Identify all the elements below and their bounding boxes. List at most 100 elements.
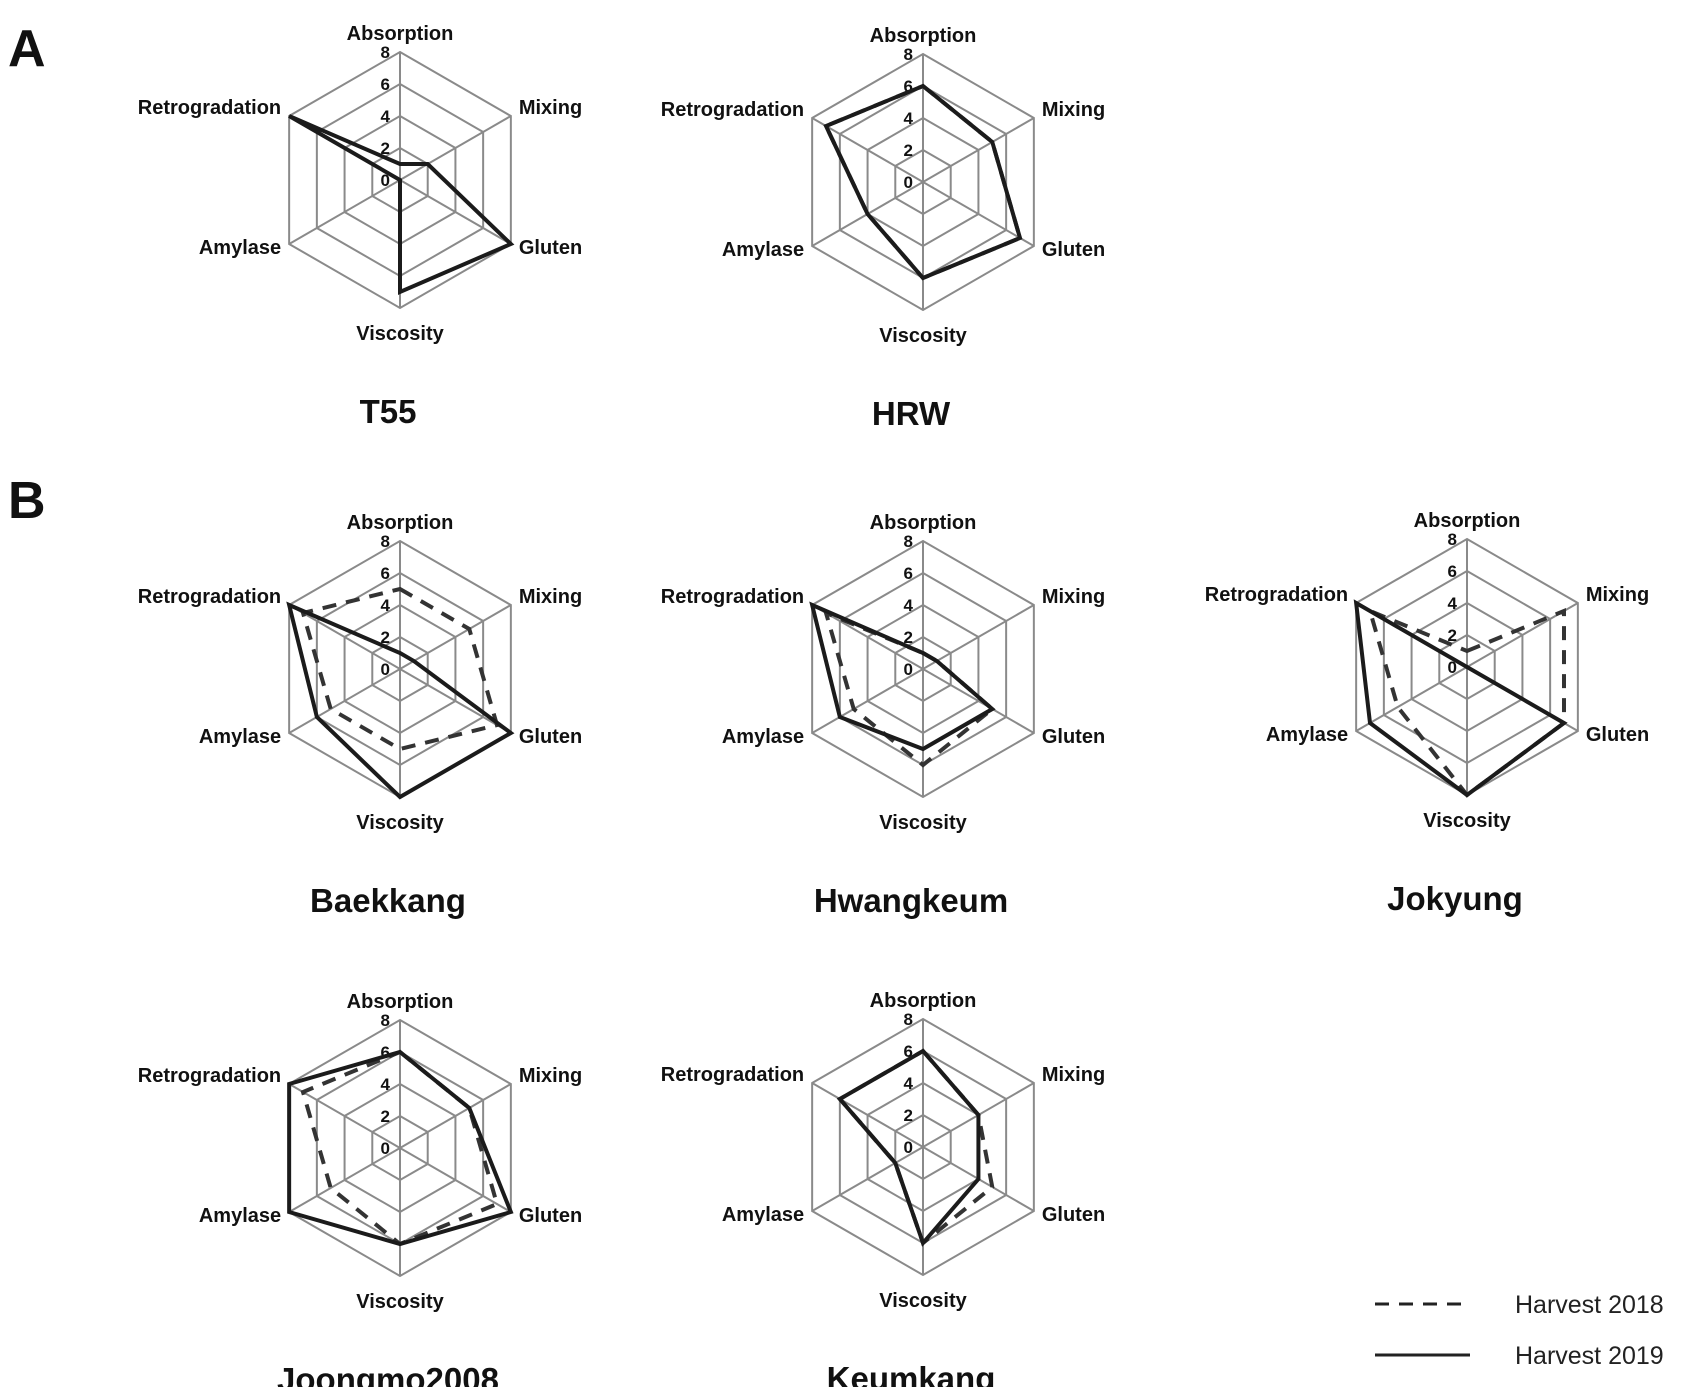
chart-title: Jokyung (1387, 880, 1523, 917)
axis-label-retrogradation: Retrogradation (138, 97, 281, 119)
axis-label-mixing: Mixing (1042, 586, 1105, 608)
axis-label-gluten: Gluten (519, 726, 582, 748)
grid-spoke (288, 179, 401, 245)
series-solid-polygon (288, 114, 515, 296)
tick-label: 8 (904, 1010, 913, 1029)
tick-label: 6 (904, 1042, 913, 1061)
axis-label-viscosity: Viscosity (356, 323, 444, 345)
grid-spoke (1355, 666, 1468, 732)
axis-label-mixing: Mixing (1586, 584, 1649, 606)
grid-spoke (811, 117, 924, 183)
axis-label-absorption: Absorption (347, 512, 454, 534)
tick-label: 0 (381, 660, 390, 679)
tick-label: 0 (904, 1138, 913, 1157)
axis-label-absorption: Absorption (870, 25, 977, 47)
grid-spoke (922, 181, 1035, 247)
grid-spoke (399, 1083, 512, 1149)
grid-spoke (288, 604, 401, 670)
axis-label-retrogradation: Retrogradation (661, 586, 804, 608)
tick-label: 8 (1448, 530, 1457, 549)
tick-label: 4 (1448, 594, 1458, 613)
tick-label: 6 (904, 77, 913, 96)
series-solid-polygon (836, 1048, 981, 1247)
grid-spoke (811, 668, 924, 734)
axis-label-gluten: Gluten (1042, 239, 1105, 261)
chart-title: T55 (360, 393, 417, 430)
axis-label-viscosity: Viscosity (1423, 810, 1511, 832)
grid-spoke (399, 668, 512, 734)
axis-label-amylase: Amylase (1266, 724, 1348, 746)
tick-label: 6 (381, 564, 390, 583)
tick-label: 6 (381, 1043, 390, 1062)
tick-label: 8 (381, 532, 390, 551)
axis-label-viscosity: Viscosity (879, 325, 967, 347)
tick-label: 6 (381, 75, 390, 94)
grid-spoke (288, 668, 401, 734)
tick-label: 2 (381, 628, 390, 647)
axis-label-retrogradation: Retrogradation (661, 99, 804, 121)
chart-title: Keumkang (827, 1360, 996, 1387)
axis-label-viscosity: Viscosity (356, 1291, 444, 1313)
grid-spoke (399, 604, 512, 670)
axis-label-absorption: Absorption (1414, 510, 1521, 532)
axis-label-mixing: Mixing (519, 1065, 582, 1087)
grid-spoke (811, 1082, 924, 1148)
axis-label-mixing: Mixing (519, 586, 582, 608)
radar-chart-hwangkeum: 02468AbsorptionMixingGlutenViscosityAmyl… (661, 512, 1105, 919)
tick-label: 2 (904, 1106, 913, 1125)
grid-spoke (922, 668, 1035, 734)
chart-title: Baekkang (310, 882, 466, 919)
tick-label: 0 (1448, 658, 1457, 677)
tick-label: 8 (904, 45, 913, 64)
tick-label: 0 (904, 660, 913, 679)
tick-label: 6 (904, 564, 913, 583)
axis-label-amylase: Amylase (199, 1205, 281, 1227)
axis-label-amylase: Amylase (199, 726, 281, 748)
legend: Harvest 2018 Harvest 2019 (1375, 1291, 1664, 1370)
radar-chart-joongmo2008: 02468AbsorptionMixingGlutenViscosityAmyl… (138, 991, 582, 1387)
series-solid-polygon (286, 601, 515, 800)
axis-label-mixing: Mixing (519, 97, 582, 119)
tick-label: 6 (1448, 562, 1457, 581)
grid-spoke (922, 604, 1035, 670)
radar-chart-keumkang: 02468AbsorptionMixingGlutenViscosityAmyl… (661, 990, 1105, 1387)
grid-spoke (811, 1146, 924, 1212)
tick-label: 4 (904, 1074, 914, 1093)
axis-label-retrogradation: Retrogradation (661, 1064, 804, 1086)
legend-label-2018: Harvest 2018 (1515, 1291, 1664, 1319)
tick-label: 2 (1448, 626, 1457, 645)
tick-label: 8 (381, 1011, 390, 1030)
axis-label-viscosity: Viscosity (356, 812, 444, 834)
tick-label: 4 (904, 109, 914, 128)
axis-label-mixing: Mixing (1042, 99, 1105, 121)
axis-label-absorption: Absorption (870, 512, 977, 534)
axis-label-mixing: Mixing (1042, 1064, 1105, 1086)
series-dashed-polygon (836, 1048, 995, 1247)
tick-label: 2 (904, 141, 913, 160)
grid-spoke (288, 1147, 401, 1213)
grid-spoke (399, 115, 512, 181)
tick-label: 4 (381, 1075, 391, 1094)
axis-label-absorption: Absorption (347, 23, 454, 45)
tick-label: 4 (381, 596, 391, 615)
series-solid-polygon (1353, 599, 1568, 798)
series-solid-polygon (287, 1049, 514, 1247)
axis-label-gluten: Gluten (1042, 726, 1105, 748)
grid-spoke (399, 179, 512, 245)
radar-charts: 02468AbsorptionMixingGlutenViscosityAmyl… (138, 23, 1649, 1387)
tick-label: 0 (381, 1139, 390, 1158)
radar-chart-t55: 02468AbsorptionMixingGlutenViscosityAmyl… (138, 23, 582, 430)
axis-label-viscosity: Viscosity (879, 812, 967, 834)
grid-spoke (288, 1083, 401, 1149)
radar-chart-hrw: 02468AbsorptionMixingGlutenViscosityAmyl… (661, 25, 1105, 432)
tick-label: 4 (904, 596, 914, 615)
tick-label: 2 (904, 628, 913, 647)
axis-label-amylase: Amylase (722, 239, 804, 261)
axis-label-gluten: Gluten (1042, 1204, 1105, 1226)
tick-label: 0 (381, 171, 390, 190)
tick-label: 4 (381, 107, 391, 126)
axis-label-amylase: Amylase (722, 1204, 804, 1226)
chart-title: Hwangkeum (814, 882, 1008, 919)
